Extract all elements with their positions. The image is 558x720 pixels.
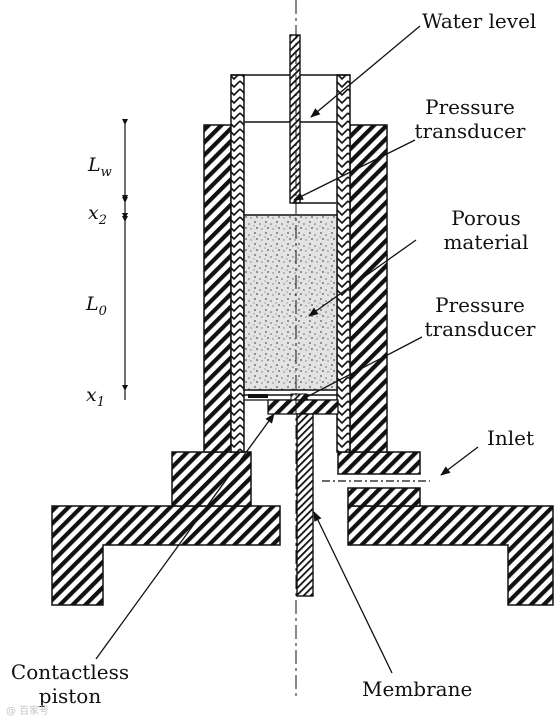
label-pressure-transducer-top-line1: Pressure bbox=[425, 95, 515, 119]
arrow-water-level bbox=[310, 25, 421, 118]
piston-plate bbox=[248, 394, 268, 398]
dim-l0-sub: 0 bbox=[98, 303, 107, 319]
arrow-inlet bbox=[440, 446, 479, 476]
dim-x1-sub: 1 bbox=[96, 394, 105, 410]
watermark: @ 百家号 bbox=[6, 706, 50, 717]
inlet-block-bottom bbox=[347, 487, 421, 507]
inner-tube-wall-left bbox=[230, 74, 245, 453]
dim-label-x1: x1 bbox=[86, 384, 105, 410]
inlet-block-top bbox=[337, 451, 421, 475]
dim-x1-symbol: x bbox=[86, 384, 97, 406]
dim-x2-symbol: x bbox=[88, 202, 99, 224]
label-inlet: Inlet bbox=[487, 426, 535, 450]
dim-lw-symbol: L bbox=[88, 154, 101, 176]
label-pressure-transducer-bottom-line1: Pressure bbox=[435, 293, 525, 317]
label-water-level: Water level bbox=[422, 9, 537, 33]
dim-label-l0: L0 bbox=[86, 293, 107, 319]
label-pressure-transducer-top: Pressure transducer bbox=[408, 95, 532, 143]
label-membrane: Membrane bbox=[362, 677, 473, 701]
dim-label-lw: Lw bbox=[88, 154, 112, 180]
arrow-top-transducer bbox=[293, 139, 416, 201]
label-porous-material-line1: Porous bbox=[451, 206, 521, 230]
probe-rod bbox=[289, 34, 301, 204]
label-contactless-piston-line1: Contactless bbox=[10, 660, 130, 684]
piston-body bbox=[267, 399, 339, 415]
base-plate-left bbox=[51, 505, 281, 606]
arrow-bottom-transducer bbox=[298, 336, 423, 402]
arrow-membrane bbox=[313, 511, 393, 674]
outer-wall-left bbox=[203, 124, 232, 453]
dim-label-x2: x2 bbox=[88, 202, 107, 228]
inner-tube-wall-right bbox=[336, 74, 351, 453]
dim-l0-symbol: L bbox=[86, 293, 99, 315]
label-porous-material-line2: material bbox=[443, 230, 529, 254]
porous-sample bbox=[243, 214, 338, 391]
dim-x2-sub: 2 bbox=[98, 212, 107, 228]
dim-lw-sub: w bbox=[100, 164, 112, 180]
piston-rod bbox=[296, 413, 314, 597]
left-support-block bbox=[171, 451, 252, 507]
label-contactless-piston-line2: piston bbox=[38, 684, 102, 708]
bottom-transducer bbox=[290, 393, 308, 401]
outer-wall-right bbox=[349, 124, 388, 453]
base-plate-right bbox=[347, 505, 554, 606]
arrow-porous-material bbox=[308, 239, 417, 317]
label-pressure-transducer-bottom: Pressure transducer bbox=[418, 293, 542, 341]
label-porous-material: Porous material bbox=[434, 206, 538, 254]
label-contactless-piston: Contactless piston bbox=[2, 660, 138, 708]
label-pressure-transducer-top-line2: transducer bbox=[414, 119, 526, 143]
arrow-contactless-piston bbox=[95, 413, 275, 660]
label-pressure-transducer-bottom-line2: transducer bbox=[424, 317, 536, 341]
